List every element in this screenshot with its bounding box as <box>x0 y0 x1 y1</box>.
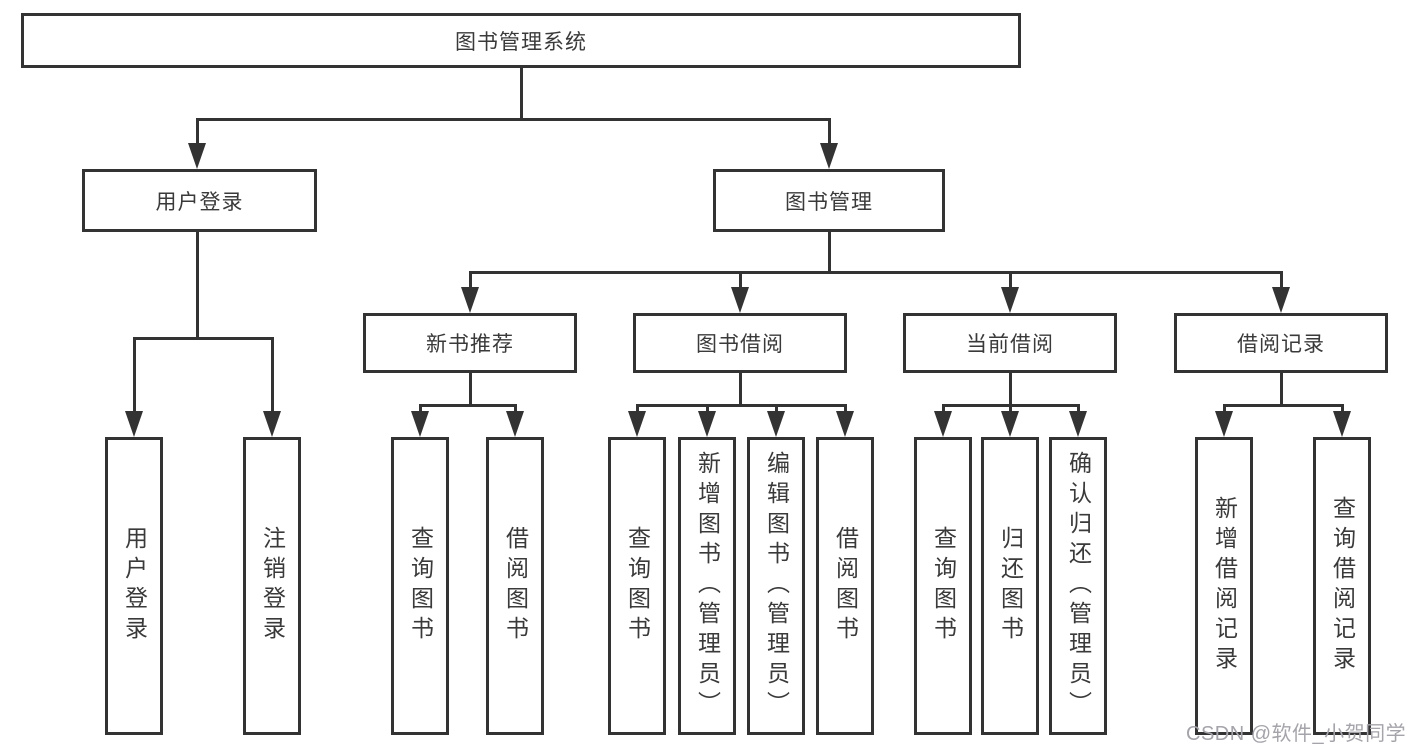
connector-line <box>775 404 778 416</box>
connector-line <box>844 404 847 416</box>
connector-line <box>706 404 709 416</box>
node-borrow-records: 借阅记录 <box>1174 313 1388 373</box>
leaf-add-book-admin-label: 新增图书（管理员） <box>694 451 721 721</box>
connector-line <box>739 271 742 295</box>
connector-line <box>133 337 136 417</box>
connector-line <box>469 372 472 407</box>
arrow-down-icon <box>1215 411 1233 437</box>
connector-line <box>469 271 1283 274</box>
connector-line <box>196 232 199 338</box>
arrow-down-icon <box>1333 411 1351 437</box>
node-user-login: 用户登录 <box>82 169 317 232</box>
connector-line <box>419 404 422 416</box>
node-borrow-records-label: 借阅记录 <box>1237 333 1325 356</box>
connector-line <box>1077 404 1080 416</box>
leaf-user-login-label: 用户登录 <box>121 526 148 646</box>
arrow-down-icon <box>731 287 749 313</box>
connector-line <box>196 118 830 121</box>
arrow-down-icon <box>1001 287 1019 313</box>
connector-line <box>828 118 831 150</box>
arrow-down-icon <box>1001 411 1019 437</box>
connector-line <box>739 372 742 407</box>
leaf-query-book-recommend: 查询图书 <box>391 437 449 735</box>
leaf-user-login: 用户登录 <box>105 437 163 735</box>
connector-line <box>520 68 523 121</box>
csdn-watermark: CSDN @软件_小贺同学 <box>1186 723 1405 745</box>
leaf-return-book-label: 归还图书 <box>997 526 1024 646</box>
connector-line <box>1341 404 1344 416</box>
arrow-down-icon <box>1069 411 1087 437</box>
connector-line <box>828 232 831 274</box>
arrow-down-icon <box>263 411 281 437</box>
arrow-down-icon <box>506 411 524 437</box>
connector-line <box>514 404 517 416</box>
leaf-query-book-current-label: 查询图书 <box>930 526 957 646</box>
arrow-down-icon <box>188 143 206 169</box>
connector-line <box>133 337 274 340</box>
arrow-down-icon <box>820 143 838 169</box>
node-book-management-label: 图书管理 <box>785 190 873 214</box>
arrow-down-icon <box>698 411 716 437</box>
connector-line <box>636 404 847 407</box>
connector-line <box>1280 372 1283 407</box>
node-current-borrow: 当前借阅 <box>903 313 1117 373</box>
arrow-down-icon <box>461 287 479 313</box>
connector-line <box>1280 271 1283 295</box>
connector-line <box>271 337 274 417</box>
leaf-query-book: 查询图书 <box>608 437 666 735</box>
leaf-borrow-book-recommend-label: 借阅图书 <box>502 526 529 646</box>
leaf-query-borrow-record: 查询借阅记录 <box>1313 437 1371 735</box>
arrow-down-icon <box>125 411 143 437</box>
connector-line <box>1009 372 1012 407</box>
leaf-borrow-book-recommend: 借阅图书 <box>486 437 544 735</box>
arrow-down-icon <box>836 411 854 437</box>
node-book-management: 图书管理 <box>713 169 945 232</box>
leaf-query-book-label: 查询图书 <box>624 526 651 646</box>
node-system: 图书管理系统 <box>21 13 1021 68</box>
leaf-logout: 注销登录 <box>243 437 301 735</box>
connector-line <box>419 404 517 407</box>
node-book-borrow: 图书借阅 <box>633 313 847 373</box>
connector-line <box>196 118 199 150</box>
leaf-borrow-book: 借阅图书 <box>816 437 874 735</box>
leaf-query-book-recommend-label: 查询图书 <box>407 526 434 646</box>
leaf-edit-book-admin-label: 编辑图书（管理员） <box>763 451 790 721</box>
node-book-borrow-label: 图书借阅 <box>696 333 784 356</box>
leaf-borrow-book-label: 借阅图书 <box>832 526 859 646</box>
leaf-confirm-return-admin: 确认归还（管理员） <box>1049 437 1107 735</box>
leaf-add-borrow-record-label: 新增借阅记录 <box>1211 496 1238 676</box>
arrow-down-icon <box>628 411 646 437</box>
node-user-login-label: 用户登录 <box>155 190 244 214</box>
arrow-down-icon <box>934 411 952 437</box>
connector-line <box>1009 404 1012 416</box>
arrow-down-icon <box>411 411 429 437</box>
leaf-query-borrow-record-label: 查询借阅记录 <box>1329 496 1356 676</box>
node-current-borrow-label: 当前借阅 <box>966 333 1054 356</box>
leaf-edit-book-admin: 编辑图书（管理员） <box>747 437 805 735</box>
arrow-down-icon <box>767 411 785 437</box>
leaf-query-book-current: 查询图书 <box>914 437 972 735</box>
connector-line <box>1223 404 1226 416</box>
leaf-return-book: 归还图书 <box>981 437 1039 735</box>
leaf-add-book-admin: 新增图书（管理员） <box>678 437 736 735</box>
leaf-confirm-return-admin-label: 确认归还（管理员） <box>1065 451 1092 721</box>
node-system-label: 图书管理系统 <box>455 30 587 54</box>
connector-line <box>636 404 639 416</box>
connector-line <box>942 404 945 416</box>
connector-line <box>469 271 472 295</box>
node-new-book-recommend: 新书推荐 <box>363 313 577 373</box>
leaf-add-borrow-record: 新增借阅记录 <box>1195 437 1253 735</box>
arrow-down-icon <box>1272 287 1290 313</box>
connector-line <box>1223 404 1344 407</box>
node-new-book-recommend-label: 新书推荐 <box>426 333 514 356</box>
connector-line <box>1009 271 1012 295</box>
leaf-logout-label: 注销登录 <box>259 526 286 646</box>
